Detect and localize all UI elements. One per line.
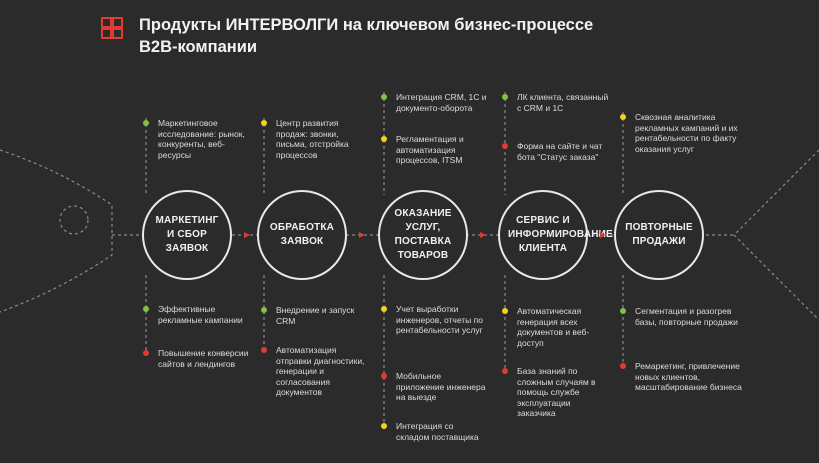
status-dot-yellow bbox=[381, 306, 387, 312]
page-title-line-2: B2B-компании bbox=[139, 38, 258, 56]
product-item: Мобильное приложение инженера на выезде bbox=[396, 371, 486, 403]
status-dot-yellow bbox=[620, 114, 626, 120]
product-item: Регламентация и автоматизация процессов,… bbox=[396, 134, 464, 166]
product-item: Автоматическая генерация всех документов… bbox=[517, 306, 590, 348]
fish-head-outline bbox=[0, 149, 113, 313]
stage-arrow bbox=[600, 231, 606, 238]
status-dot-yellow bbox=[381, 423, 387, 429]
stage-circle: ОКАЗАНИЕ УСЛУГ, ПОСТАВКА ТОВАРОВ bbox=[378, 190, 468, 280]
status-dot-green bbox=[143, 306, 149, 312]
product-item: Интеграция CRM, 1С и документо-оборота bbox=[396, 92, 487, 113]
status-dot-red bbox=[620, 363, 626, 369]
page-title-line-1: Продукты ИНТЕРВОЛГИ на ключевом бизнес-п… bbox=[139, 16, 594, 34]
product-item: Эффективные рекламные кампании bbox=[158, 304, 243, 325]
product-item: Повышение конверсии сайтов и лендингов bbox=[158, 348, 249, 369]
status-dot-yellow bbox=[261, 120, 267, 126]
product-item: Сегментация и разогрев базы, повторные п… bbox=[635, 306, 738, 327]
status-dot-green bbox=[620, 308, 626, 314]
stage-label: ОБРАБОТКА ЗАЯВОК bbox=[269, 222, 335, 247]
fish-tail-outline bbox=[733, 149, 819, 321]
product-item: Сквозная аналитика рекламных кампаний и … bbox=[635, 112, 738, 154]
status-dot-green bbox=[502, 94, 508, 100]
stage-label: СЕРВИС И ИНФОРМИРОВАНИЕ КЛИЕНТА bbox=[508, 215, 613, 254]
stage-circle: ОБРАБОТКА ЗАЯВОК bbox=[257, 190, 347, 280]
product-item: Интеграция со складом поставщика bbox=[396, 421, 479, 442]
stage-label: МАРКЕТИНГ И СБОР ЗАЯВОК bbox=[155, 215, 219, 254]
product-item: Форма на сайте и чат бота "Статус заказа… bbox=[517, 141, 603, 162]
status-dot-yellow bbox=[502, 308, 508, 314]
status-dot-red bbox=[502, 143, 508, 149]
status-dot-red bbox=[261, 347, 267, 353]
product-item: База знаний по сложным случаям в помощь … bbox=[517, 366, 596, 419]
product-item: Внедрение и запуск CRM bbox=[276, 305, 355, 326]
status-dot-green bbox=[381, 94, 387, 100]
status-dot-red bbox=[143, 350, 149, 356]
product-item: Ремаркетинг, привлечение новых клиентов,… bbox=[635, 361, 742, 393]
status-dot-green bbox=[261, 307, 267, 313]
fish-eye bbox=[59, 205, 89, 235]
stage-arrow bbox=[480, 231, 486, 238]
stage-circle: СЕРВИС И ИНФОРМИРОВАНИЕ КЛИЕНТА bbox=[498, 190, 613, 280]
stage-label: ОКАЗАНИЕ УСЛУГ, ПОСТАВКА ТОВАРОВ bbox=[394, 208, 452, 261]
product-item: ЛК клиента, связанный с CRM и 1С bbox=[517, 92, 609, 113]
status-dot-red bbox=[381, 373, 387, 379]
stage-label: ПОВТОРНЫЕ ПРОДАЖИ bbox=[625, 222, 693, 247]
stage-circle: ПОВТОРНЫЕ ПРОДАЖИ bbox=[614, 190, 704, 280]
status-dot-green bbox=[143, 120, 149, 126]
intervolga-logo-icon bbox=[101, 17, 123, 39]
product-item: Центр развития продаж: звонки, письма, о… bbox=[276, 118, 349, 160]
status-dot-red bbox=[502, 368, 508, 374]
product-item: Учет выработки инженеров, отчеты по рент… bbox=[396, 304, 483, 336]
status-dot-yellow bbox=[381, 136, 387, 142]
page-title: Продукты ИНТЕРВОЛГИ на ключевом бизнес-п… bbox=[139, 14, 593, 58]
stage-arrow bbox=[244, 231, 250, 238]
product-item: Маркетинговое исследование: рынок, конку… bbox=[158, 118, 245, 160]
stage-arrow bbox=[359, 231, 365, 238]
product-item: Автоматизация отправки диагностики, гене… bbox=[276, 345, 365, 398]
stage-circle: МАРКЕТИНГ И СБОР ЗАЯВОК bbox=[142, 190, 232, 280]
